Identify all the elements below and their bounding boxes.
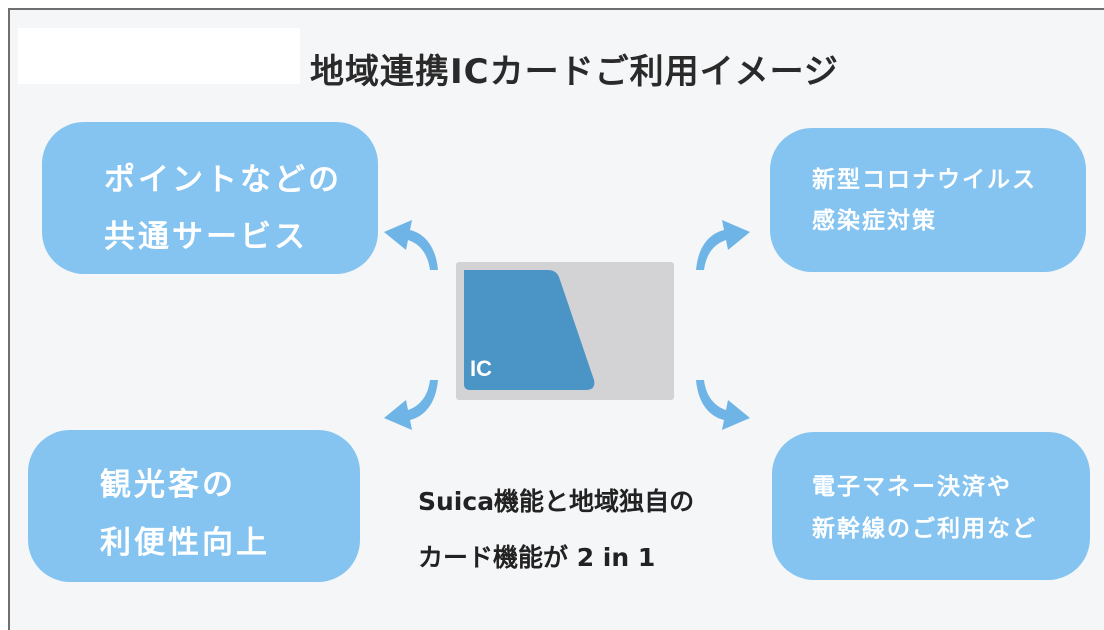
benefit-label-line1: 観光客の: [100, 467, 236, 503]
curved-arrow-up-right-icon: [696, 220, 750, 270]
header-blank-tab: [18, 28, 300, 84]
benefit-tourist-convenience: 観光客の 利便性向上: [28, 430, 360, 582]
curved-arrow-down-right-icon: [696, 380, 750, 430]
ic-chip-label: IC: [470, 356, 492, 381]
benefit-label-line2: 新幹線のご利用など: [812, 516, 1037, 542]
benefit-points-common-service: ポイントなどの 共通サービス: [42, 122, 378, 274]
ic-chip-icon: [464, 270, 595, 390]
benefit-label-line1: 電子マネー決済や: [812, 474, 1012, 500]
benefit-label-line2: 感染症対策: [812, 208, 937, 234]
page-title: 地域連携ICカードご利用イメージ: [310, 52, 839, 92]
benefit-emoney-shinkansen: 電子マネー決済や 新幹線のご利用など: [772, 432, 1090, 580]
curved-arrow-up-left-icon: [384, 220, 438, 270]
caption-line2: カード機能が 2 in 1: [418, 543, 656, 572]
curved-arrow-down-left-icon: [384, 380, 438, 430]
ic-card-illustration: [456, 262, 674, 400]
benefit-covid-measures: 新型コロナウイルス 感染症対策: [770, 128, 1086, 272]
benefit-label-line2: 利便性向上: [100, 525, 270, 561]
benefit-label-line1: ポイントなどの: [104, 162, 342, 198]
benefit-label-line2: 共通サービス: [104, 219, 308, 255]
caption-line1: Suica機能と地域独自の: [418, 487, 695, 516]
benefit-label-line1: 新型コロナウイルス: [812, 167, 1037, 193]
two-in-one-caption: Suica機能と地域独自の カード機能が 2 in 1: [418, 474, 748, 586]
